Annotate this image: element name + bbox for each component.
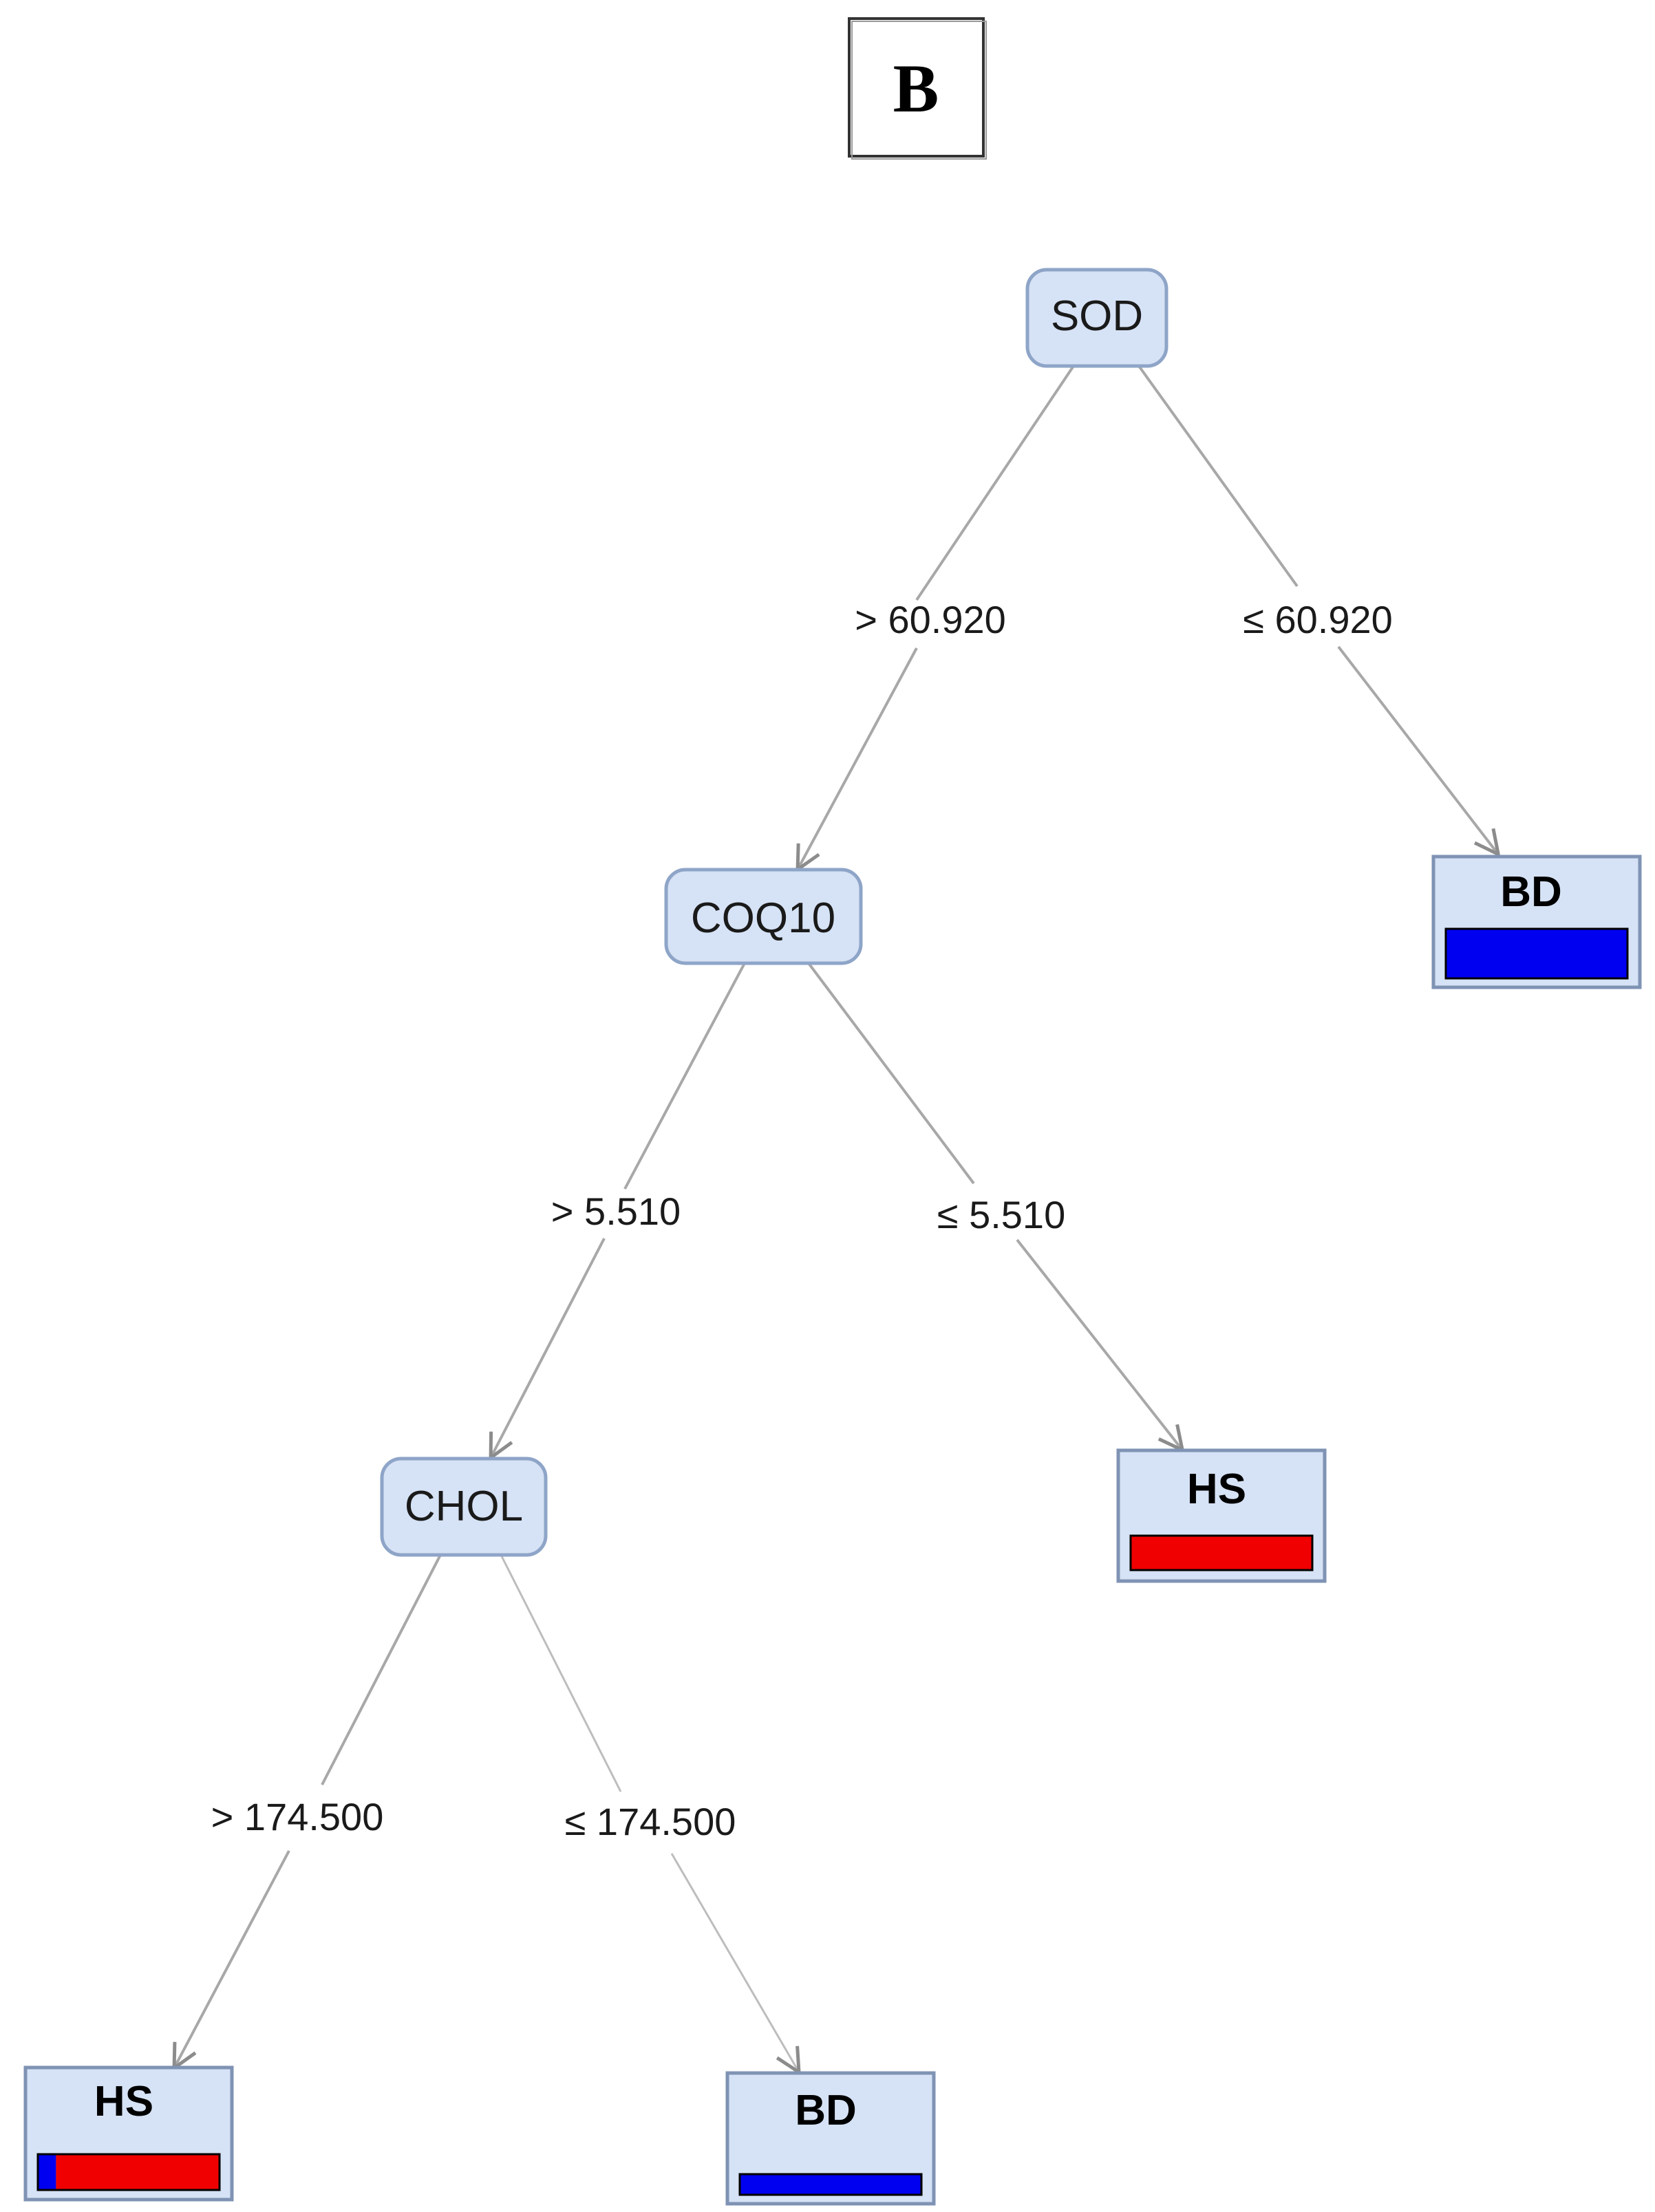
panel-label: B [848,17,987,160]
edge-label-chol-le: ≤ 174.500 [565,1800,736,1843]
edge-sod-le-lower [1337,645,1500,857]
edge-sod-gt-lower [796,647,918,872]
edge-labels: > 60.920 ≤ 60.920 > 5.510 ≤ 5.510 > 174.… [211,598,1393,1843]
leaf-node-bd-bottom[interactable]: BD [725,2071,936,2206]
decision-node-sod[interactable]: SOD [1025,268,1168,368]
edge-sod-gt [915,365,1075,601]
edge-coq10-le [807,962,975,1185]
class-bar-blue [38,2154,56,2190]
leaf-label-bd-bottom: BD [795,2087,857,2134]
edge-coq10-gt-lower [489,1238,606,1460]
edge-label-sod-le: ≤ 60.920 [1243,598,1393,641]
edge-chol-le-lower [670,1853,801,2074]
class-bar-red [56,2154,220,2190]
edge-label-sod-gt: > 60.920 [855,598,1006,641]
panel-label-text: B [893,50,939,127]
edge-label-coq10-gt: > 5.510 [551,1190,681,1233]
leaf-node-hs-bottom[interactable]: HS [23,2065,234,2202]
edge-coq10-gt [623,963,746,1190]
class-bar-frame [1444,927,1629,980]
edge-label-chol-gt: > 174.500 [211,1795,384,1838]
edge-coq10-le-lower [1016,1238,1184,1452]
leaf-class-bar-hs-mid [1129,1534,1314,1571]
class-bar-frame [738,2173,923,2196]
class-bar-red [1131,1536,1312,1570]
edge-chol-gt [321,1554,442,1785]
leaf-class-bar-hs-bottom [36,2153,221,2191]
class-bar-blue [740,2174,921,2195]
node-label-sod: SOD [1051,292,1143,340]
leaf-node-hs-mid[interactable]: HS [1116,1448,1327,1583]
edge-chol-gt-lower [172,1850,290,2070]
class-bar-frame [1129,1534,1314,1571]
decision-node-coq10[interactable]: COQ10 [664,868,863,965]
node-label-chol: CHOL [405,1483,523,1530]
leaf-label-bd-top: BD [1500,868,1562,916]
decision-node-chol[interactable]: CHOL [380,1457,548,1557]
node-label-coq10: COQ10 [691,894,835,942]
edge-chol-le [500,1554,622,1792]
leaf-node-bd-top[interactable]: BD [1431,855,1642,989]
leaf-label-hs-bottom: HS [94,2078,153,2125]
edge-label-coq10-le: ≤ 5.510 [937,1193,1065,1236]
leaf-class-bar-bd-bottom [738,2173,923,2196]
class-bar-frame [36,2153,221,2191]
leaf-label-hs-mid: HS [1187,1465,1246,1513]
class-bar-blue [1446,929,1627,978]
edge-sod-le [1138,365,1299,588]
leaf-class-bar-bd-top [1444,927,1629,980]
edges [172,365,1500,2074]
